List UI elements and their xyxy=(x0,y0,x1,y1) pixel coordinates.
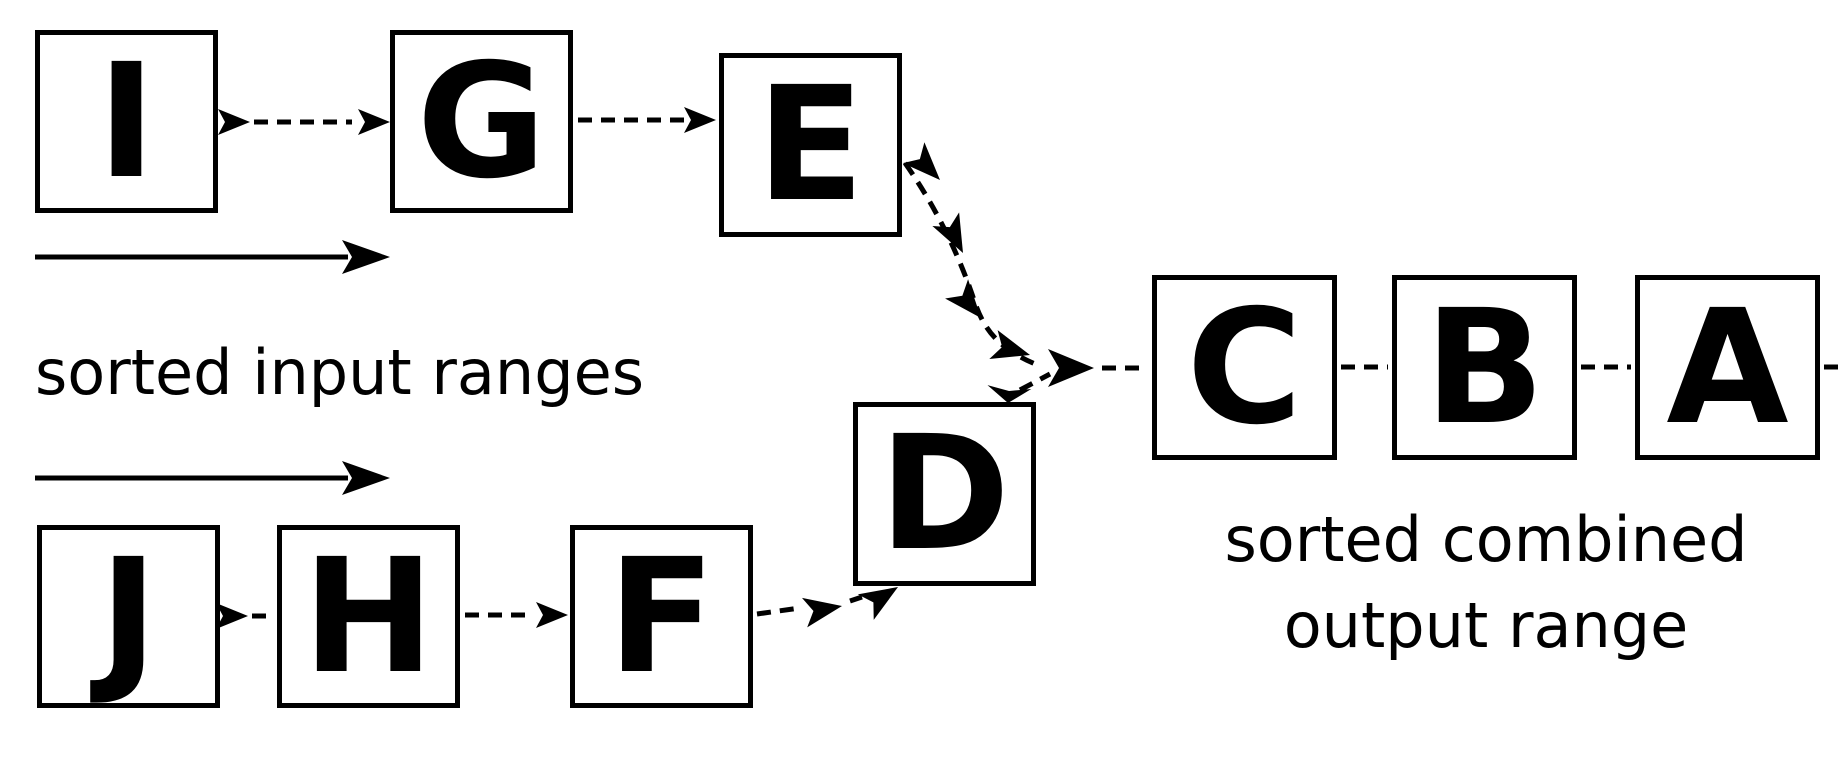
node-b: B xyxy=(1392,275,1577,460)
node-g: G xyxy=(390,30,573,213)
caption-sorted-input-ranges: sorted input ranges xyxy=(35,336,645,409)
arrow-g-e xyxy=(578,107,716,133)
caption-output-line2: output range xyxy=(1283,589,1689,662)
node-i: I xyxy=(35,30,218,213)
direction-arrow-top xyxy=(35,240,390,274)
node-j: J xyxy=(37,525,220,708)
arrow-merge-d xyxy=(986,371,1052,405)
node-f: F xyxy=(570,525,753,708)
node-e: E xyxy=(719,53,902,237)
arrow-j-h xyxy=(216,603,274,629)
node-d: D xyxy=(853,402,1036,586)
arrow-h-f xyxy=(465,602,568,628)
node-a: A xyxy=(1635,275,1820,460)
caption-sorted-combined-output-range: sorted combined output range xyxy=(1152,497,1820,669)
caption-output-line1: sorted combined xyxy=(1224,503,1748,576)
arrow-i-g xyxy=(218,109,390,135)
direction-arrow-bottom xyxy=(35,461,390,495)
curve-e-merge xyxy=(902,142,1094,387)
node-c: C xyxy=(1152,275,1337,460)
node-h: H xyxy=(277,525,460,708)
